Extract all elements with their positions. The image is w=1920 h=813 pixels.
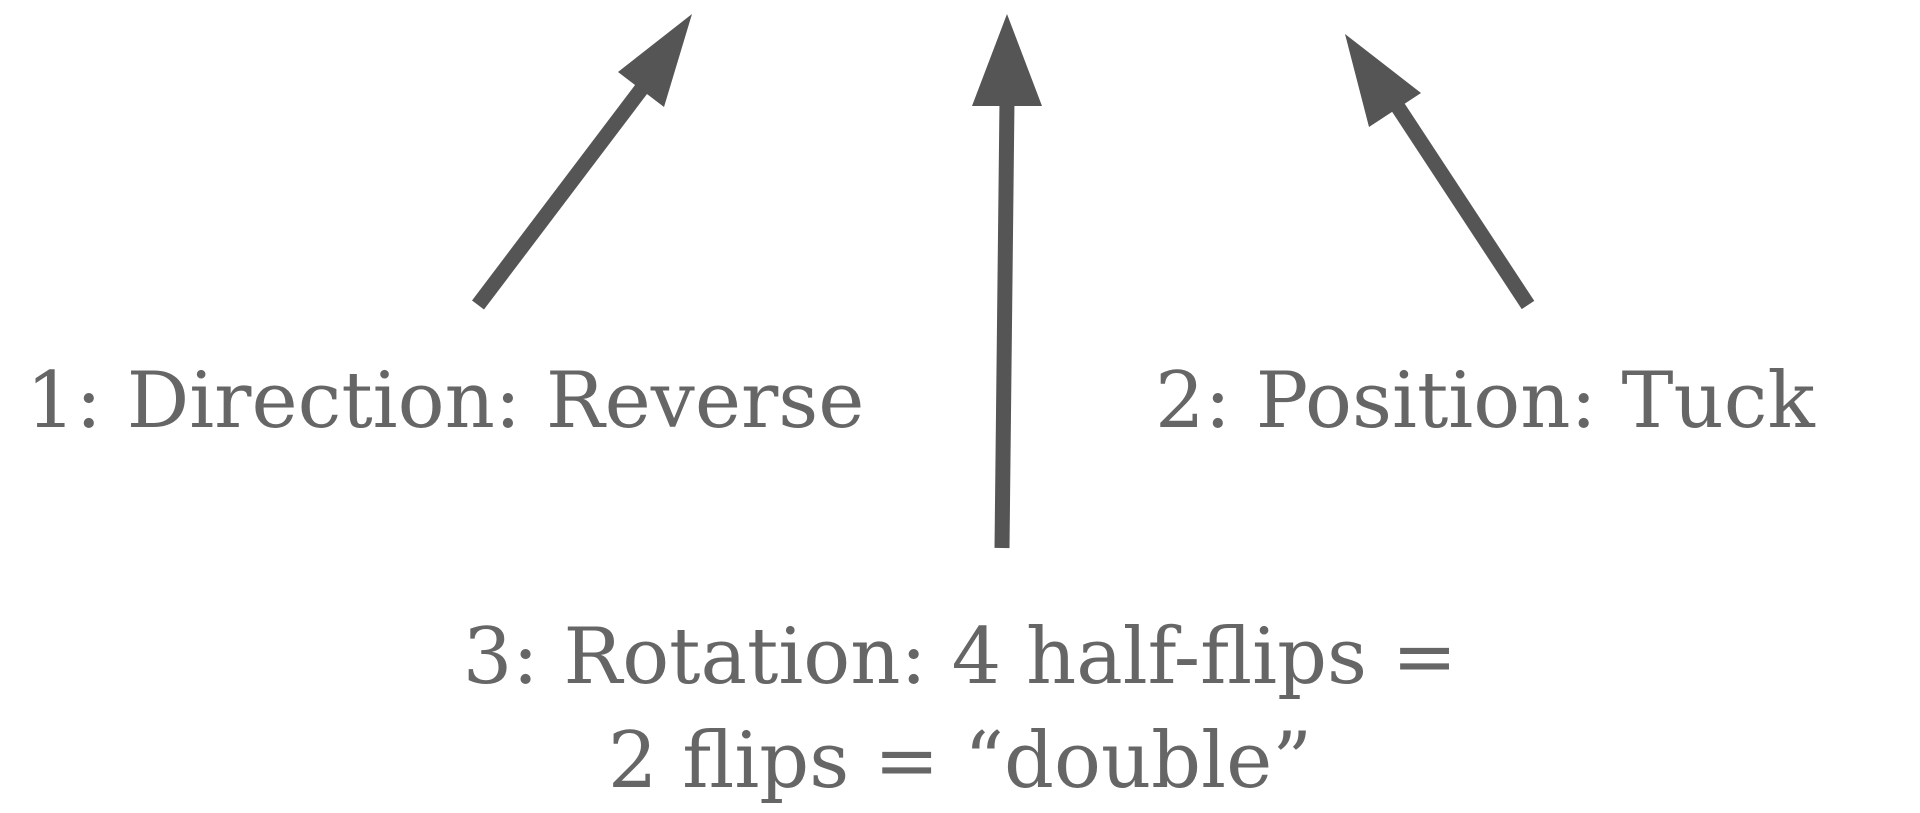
- position-label: 2: Position: Tuck: [1155, 356, 1815, 446]
- rotation-arrow-head: [972, 14, 1042, 106]
- direction-arrow-shaft: [472, 70, 658, 310]
- rotation-label-line2: 2 flips = “double”: [607, 716, 1313, 806]
- rotation-arrow-shaft: [994, 99, 1015, 549]
- direction-arrow: [472, 14, 692, 310]
- direction-arrow-head: [618, 14, 692, 107]
- position-arrow: [1345, 34, 1535, 310]
- position-arrow-head: [1345, 34, 1421, 127]
- rotation-label-line1: 3: Rotation: 4 half-flips =: [462, 612, 1458, 702]
- direction-label: 1: Direction: Reverse: [26, 356, 865, 446]
- position-arrow-shaft: [1385, 93, 1535, 310]
- rotation-arrow: [972, 14, 1042, 549]
- rotation-label: 3: Rotation: 4 half-flips = 2 flips = “d…: [0, 605, 1920, 813]
